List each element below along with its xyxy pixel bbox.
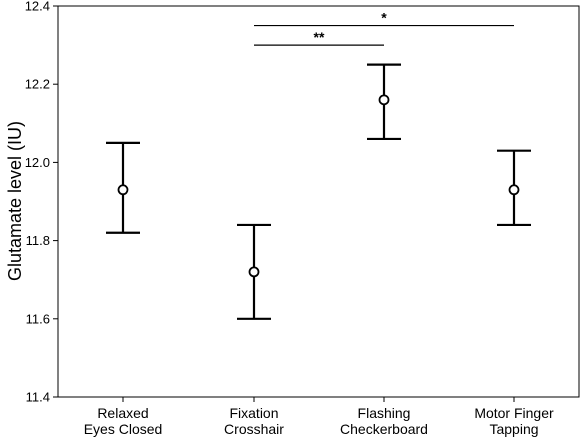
plot-frame (57, 5, 580, 398)
mean-point-3 (508, 184, 520, 196)
mean-point-1 (248, 266, 260, 278)
y-tick-label-1: 11.6 (26, 311, 50, 326)
x-tick-label-line: Flashing (358, 405, 411, 421)
x-tick-label-line: Tapping (489, 421, 538, 437)
significance-label-0: ** (314, 29, 325, 45)
x-tick-label-line: Checkerboard (340, 421, 428, 437)
significance-label-1: * (381, 10, 387, 26)
x-tick-label-line: Eyes Closed (84, 421, 163, 437)
x-tick-label-line: Relaxed (97, 405, 148, 421)
error-bars (106, 63, 531, 320)
y-axis-label: Glutamate level (IU) (5, 121, 25, 281)
y-axis: 11.4 11.6 11.8 12.0 12.2 12.4 (25, 0, 58, 405)
x-tick-label-line: Fixation (229, 405, 278, 421)
x-tick-label-line: Crosshair (224, 421, 284, 437)
y-tick-label-5: 12.4 (25, 0, 50, 14)
y-tick-label-3: 12.0 (25, 155, 50, 170)
y-tick-label-2: 11.8 (26, 233, 50, 248)
mean-point-2 (378, 94, 390, 106)
y-tick-label-0: 11.4 (26, 390, 50, 405)
significance-annotations: *** (254, 10, 514, 46)
mean-point-0 (117, 184, 129, 196)
x-tick-label-line: Motor Finger (474, 405, 554, 421)
y-tick-label-4: 12.2 (25, 77, 50, 92)
